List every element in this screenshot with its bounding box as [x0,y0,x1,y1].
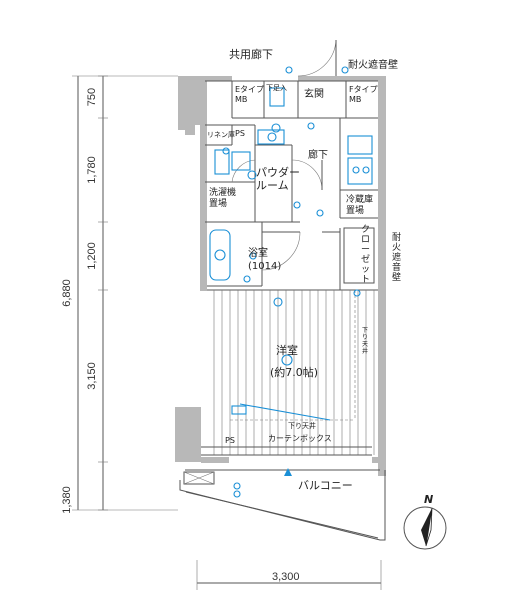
label-bath: 浴室(1014) [248,246,281,272]
label-shared-corridor: 共用廊下 [229,47,273,61]
floor-boards [213,290,375,455]
label-ps-lower: PS [225,436,235,445]
dim-seg-2: 1,780 [86,156,98,184]
dim-seg-1: 750 [86,88,98,106]
label-genkan-storage: 下足入 [266,84,287,92]
label-entrance: 玄関 [304,87,324,100]
label-linen: リネン庫 [207,130,235,139]
doors [231,39,337,271]
label-laundry: 洗濯機置場 [209,186,236,209]
bottom-wall-right [372,457,386,463]
label-fire-wall-top: 耐火遮音壁 [348,58,398,71]
bathtub-icon [209,229,231,281]
fixtures [209,66,373,498]
top-wall-left [205,76,232,81]
label-closet: クローゼット [361,224,370,285]
fixture-light-icon [271,123,281,133]
left-wall-upper [178,76,205,135]
label-powder-room: パウダールーム [256,165,300,192]
dim-width: 3,300 [272,571,300,583]
dim-seg-3: 1,200 [86,242,98,270]
label-western-room: 洋室(約7.0帖) [270,343,318,379]
label-fire-wall-side: 耐火遮音壁 [392,231,401,283]
washbasin-icon [257,129,285,145]
ceiling-light-icon [247,170,257,180]
label-curtain-box: カーテンボックス [268,434,332,443]
label-ceiling-note-bottom: 下り天井 [288,421,316,430]
label-ceiling-note-right: 下り天井 [362,327,368,355]
right-wall [378,76,386,476]
label-balcony: バルコニー [298,479,353,492]
top-wall-right [346,76,384,81]
room-light-icon [281,354,293,366]
dim-seg-5: 1,380 [61,486,73,514]
bottom-wall-left [201,457,229,463]
dim-total: 6,880 [61,279,73,307]
partitions [179,80,386,541]
shoe-cabinet-icon [269,87,285,107]
left-column [175,407,201,462]
label-hallway: 廊下 [308,148,328,161]
compass: N [403,493,447,550]
entrance-arrow-icon [284,468,292,476]
label-fridge: 冷蔵庫置場 [346,193,373,216]
label-ps-upper: PS [235,129,245,138]
compass-needle-icon [421,508,432,546]
kitchen-sink-icon [347,135,373,155]
walls [175,76,386,476]
top-wall-mid [298,76,346,81]
toilet-icon [214,149,230,175]
left-wall-inner [200,76,207,291]
stove-icon [347,157,373,185]
compass-ring [403,506,447,550]
compass-label: N [424,493,433,506]
dim-seg-4: 3,150 [86,362,98,390]
dimension-lines: 6,880 750 1,780 1,200 3,150 1,380 3,300 [61,75,382,590]
